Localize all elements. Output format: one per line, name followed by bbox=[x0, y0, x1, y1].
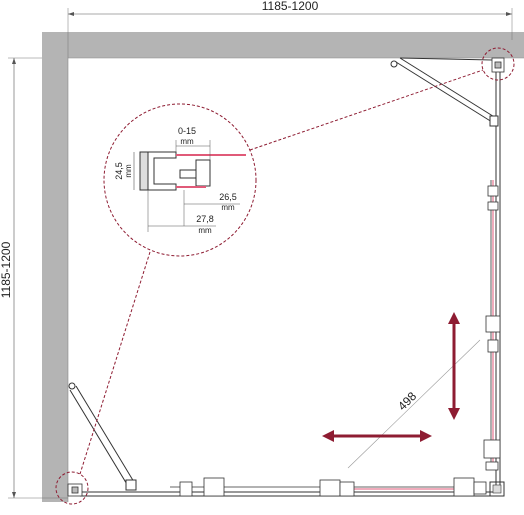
inner-width-label: 26,5 bbox=[219, 192, 237, 202]
width-dimension: 1185-1200 bbox=[67, 0, 513, 58]
callout bbox=[55, 47, 515, 505]
top-wall bbox=[42, 32, 524, 58]
width-label: 1185-1200 bbox=[262, 0, 319, 13]
height-dimension: 1185-1200 bbox=[0, 57, 68, 499]
door-width-dimension: 498 bbox=[347, 339, 481, 469]
outer-width-unit: mm bbox=[198, 226, 212, 235]
profile-height-label: 24,5 bbox=[114, 162, 124, 180]
profile-detail: 0-15 mm 24,5 mm 26,5 mm 27,8 mm bbox=[114, 126, 246, 235]
height-label: 1185-1200 bbox=[0, 241, 13, 298]
profile-height-unit: mm bbox=[124, 164, 133, 178]
support-bar-left bbox=[68, 382, 137, 491]
slide-arrow-horizontal bbox=[322, 430, 432, 442]
wall-bracket-top bbox=[491, 57, 505, 73]
gap-unit: mm bbox=[180, 137, 194, 146]
gap-label: 0-15 bbox=[178, 126, 196, 136]
callout-circle-bottom bbox=[55, 471, 89, 505]
door-width-label: 498 bbox=[395, 389, 419, 413]
bottom-rollers bbox=[179, 477, 487, 497]
walls bbox=[42, 32, 524, 502]
enclosure bbox=[67, 57, 505, 497]
callout-circle-top bbox=[481, 47, 515, 81]
outer-width-label: 27,8 bbox=[196, 214, 214, 224]
support-bar-top bbox=[390, 57, 499, 127]
wall-bracket-bottom bbox=[67, 483, 83, 497]
right-rollers bbox=[483, 185, 501, 471]
left-wall bbox=[42, 32, 68, 502]
slide-arrow-vertical bbox=[448, 312, 460, 420]
detail-circle bbox=[103, 103, 257, 257]
inner-width-unit: mm bbox=[221, 203, 235, 212]
